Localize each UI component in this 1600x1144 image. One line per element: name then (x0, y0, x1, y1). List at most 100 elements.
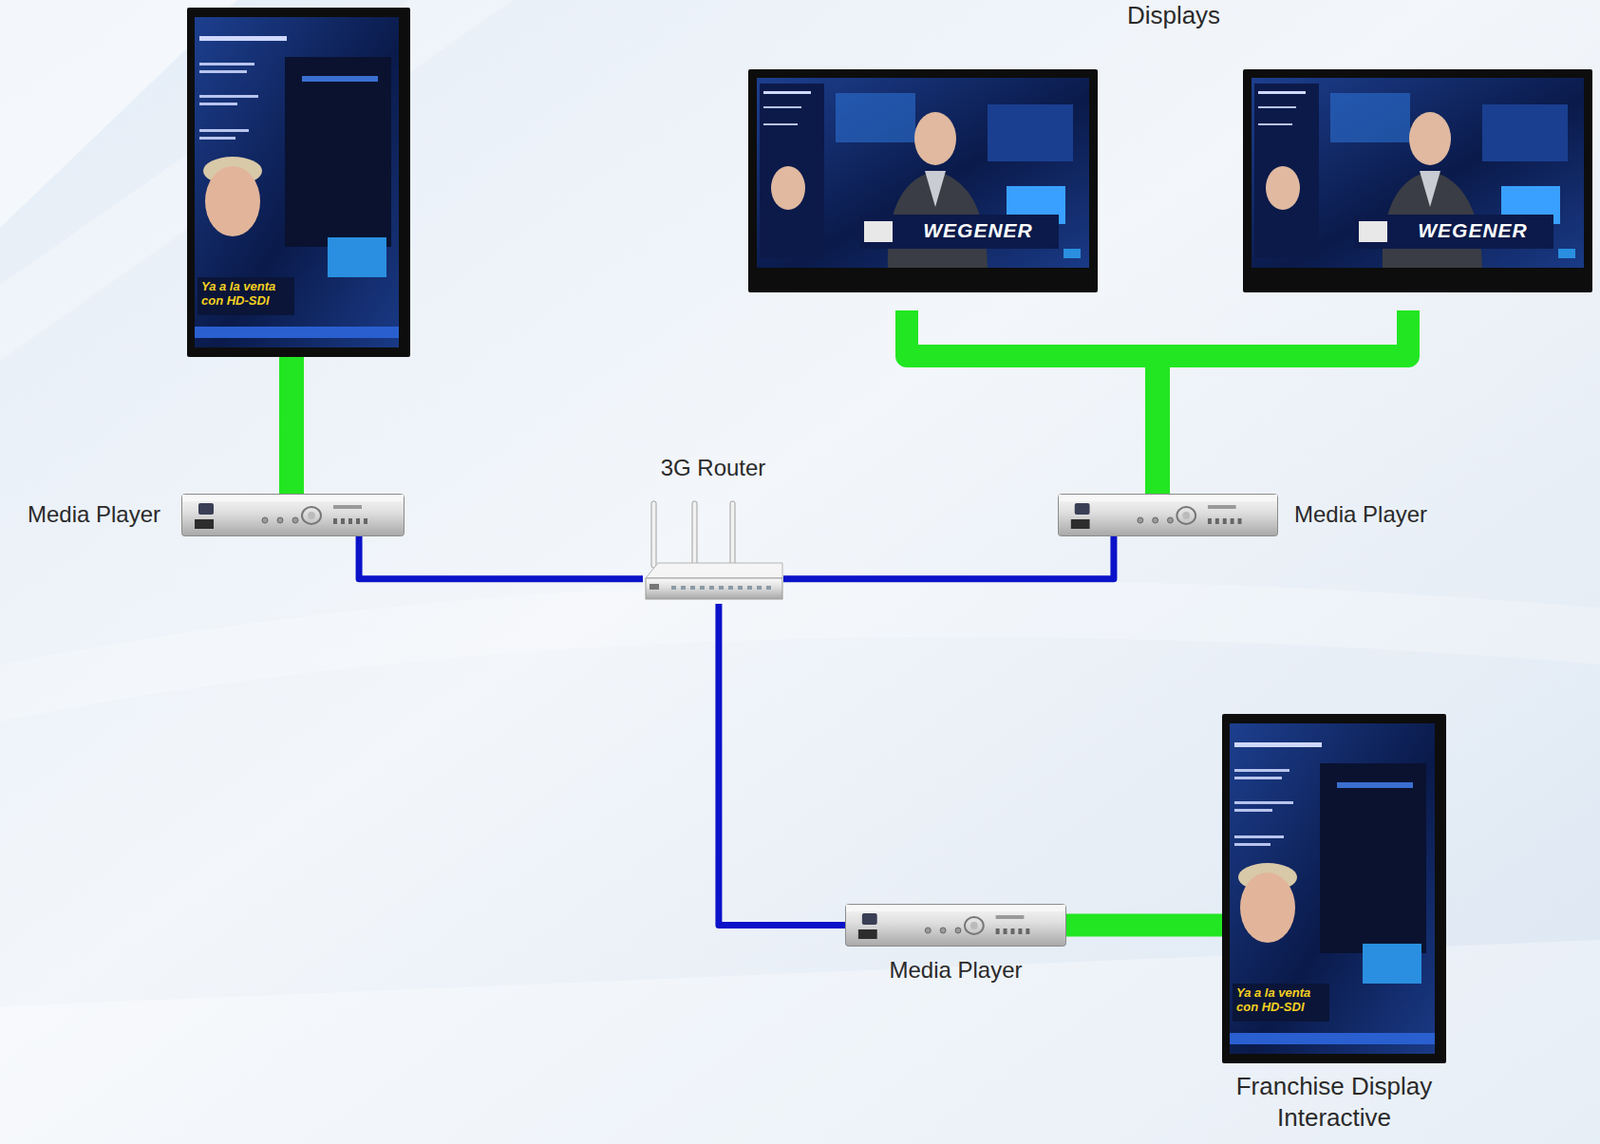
router: 3G Router (642, 500, 784, 604)
label-holder: Displays (1127, 0, 1221, 31)
screen-inset (759, 83, 825, 259)
display-screen (1229, 723, 1435, 1055)
screen-text-line (1234, 835, 1284, 839)
device-slot (858, 929, 878, 940)
screen-caption: Ya a la venta con HD-SDI (201, 280, 293, 309)
screen-text-line (1234, 776, 1282, 780)
screen-text-line (1234, 843, 1271, 847)
device-dial-center (307, 511, 316, 520)
display-bezel (1222, 714, 1447, 1064)
device-label: Media Player (888, 957, 1022, 985)
logo-mark (1358, 221, 1388, 243)
media-player-device (845, 903, 1067, 947)
screen-face (1240, 872, 1296, 943)
label-holder: Ya a la venta con HD-SDI (1236, 986, 1328, 1016)
display-screen (756, 77, 1090, 268)
device-label: 3G Router (660, 454, 767, 483)
device-button (1167, 517, 1174, 524)
label-holder: Media Player (888, 957, 1022, 985)
screen-equipment (301, 75, 378, 82)
media-player: Media Player (845, 903, 1067, 947)
device-led (1215, 518, 1220, 525)
device-label: Franchise Display Interactive (1191, 1071, 1477, 1133)
screen-text-line (1258, 106, 1297, 109)
light-streak (0, 0, 513, 361)
screen-text-line (763, 123, 798, 126)
device-led (1207, 518, 1212, 525)
device-body (182, 494, 405, 537)
presenter-head (914, 112, 957, 166)
router-antenna (730, 501, 735, 568)
device-button (940, 927, 946, 934)
screen-monitor (327, 237, 387, 278)
device-display (996, 915, 1025, 920)
video-cable (1066, 914, 1223, 938)
screen-bottom-bar (1229, 1033, 1435, 1045)
screen-text-line (199, 70, 247, 74)
screen-equipment (284, 56, 392, 247)
screen-text-line (1234, 809, 1273, 812)
device-dial-center (970, 922, 979, 930)
label-holder: WEGENER (1417, 218, 1528, 243)
screen-text-line (763, 106, 802, 109)
device-dial (301, 507, 321, 525)
media-player: Media Player (181, 493, 405, 537)
screen-monitor (1330, 93, 1411, 143)
device-top (846, 904, 1066, 912)
router-led (699, 585, 705, 590)
logo-bar (1354, 214, 1554, 249)
label-holder: Media Player (1294, 501, 1428, 529)
device-button (955, 927, 961, 934)
device-led (1025, 928, 1030, 935)
router-device (642, 500, 784, 604)
screen-face (1265, 166, 1300, 210)
device-led (1223, 518, 1227, 525)
screen-text-line (199, 102, 238, 106)
router-led (728, 585, 734, 590)
logo-mark (864, 221, 893, 243)
device-button (277, 517, 283, 524)
device-top (182, 494, 404, 502)
display-bezel (187, 7, 411, 358)
device-slot (194, 519, 214, 529)
label-holder: Media Player (27, 501, 161, 529)
screen-bottom-bar (194, 326, 399, 339)
label-holder: Franchise Display Interactive (1191, 1071, 1477, 1133)
device-dial-center (1182, 511, 1190, 520)
presenter-shirt (1419, 170, 1441, 208)
screen-face (771, 166, 806, 210)
label-holder: Ya a la venta con HD-SDI (201, 280, 293, 309)
screen-text-line (199, 129, 249, 132)
network-cable (783, 536, 1114, 580)
router-led (766, 585, 772, 590)
display-bezel (748, 69, 1098, 293)
logo-bar (859, 214, 1059, 249)
label-holder: 3G Router (660, 454, 767, 483)
device-led (363, 518, 368, 525)
network-cable (358, 536, 643, 580)
router-antenna (651, 501, 657, 568)
video-wire (906, 310, 1409, 357)
screen-monitor (1362, 943, 1422, 984)
router-led (690, 585, 696, 590)
screen-text-line (1234, 742, 1322, 748)
router-top (645, 563, 783, 579)
network-cable (718, 603, 846, 926)
device-led (348, 518, 353, 525)
device-led (996, 928, 1000, 935)
device-top (1058, 494, 1278, 502)
display-screen (194, 17, 399, 348)
router-led (737, 585, 743, 590)
screen-logo (1063, 248, 1081, 259)
router-led (671, 585, 677, 590)
device-logo (1074, 503, 1091, 515)
screen-equipment (1319, 763, 1427, 954)
presenter-shirt (924, 170, 946, 208)
device-button (292, 517, 299, 524)
screen-text-line (199, 36, 287, 41)
media-player-device (1057, 493, 1279, 537)
screen-text-line (1234, 801, 1294, 805)
